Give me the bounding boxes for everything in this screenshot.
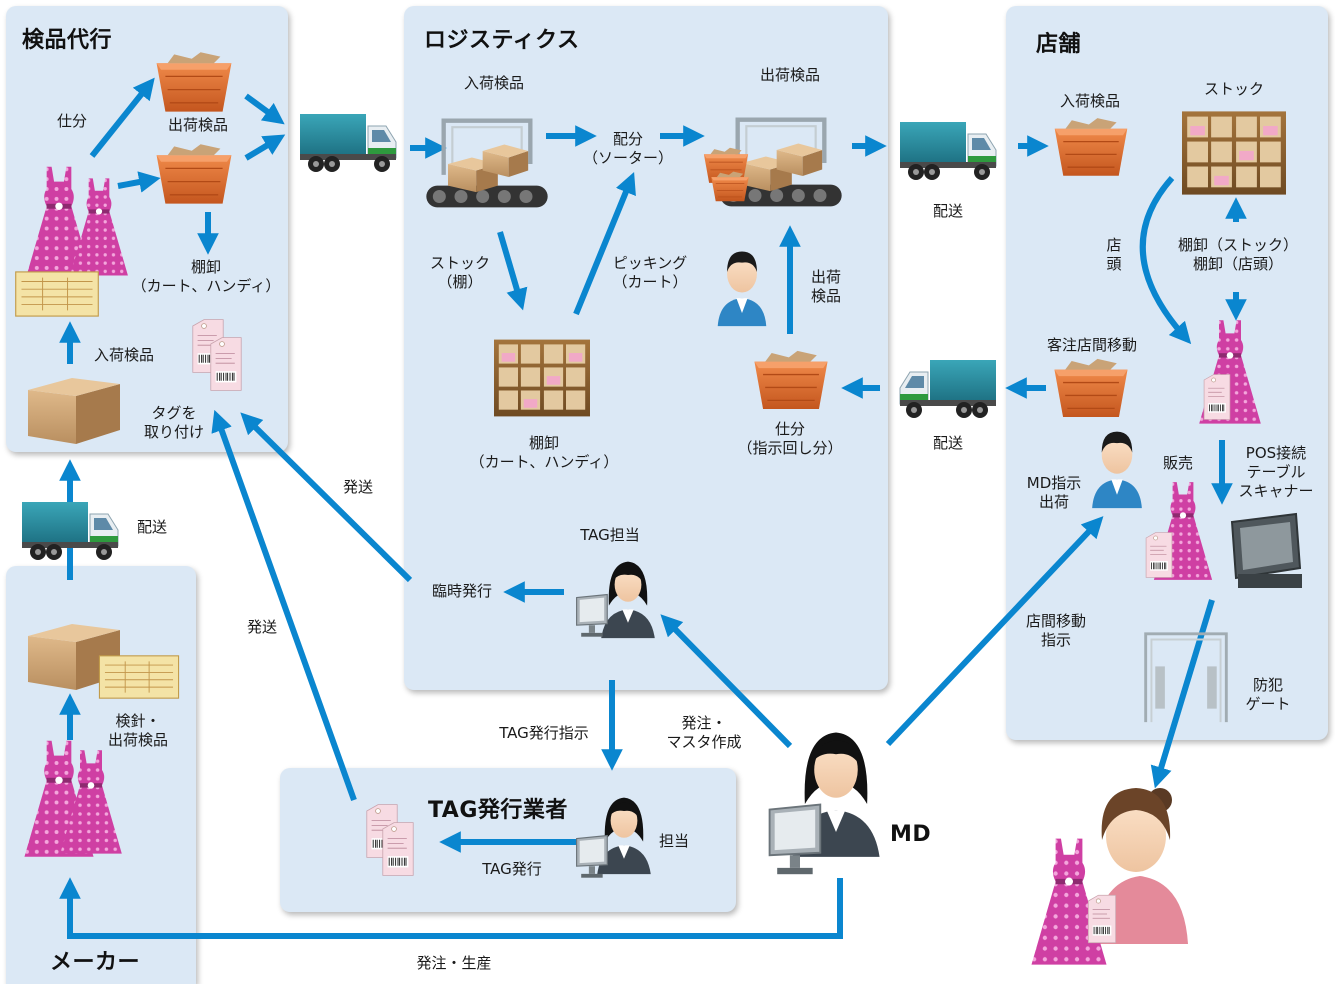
store-tenkan-label: 店間移動指示 <box>1025 612 1087 649</box>
store-md-shiji-label: MD指示出荷 <box>1026 474 1082 511</box>
logi-rinji-label: 臨時発行 <box>431 582 493 600</box>
store-nyuka-label: 入荷検品 <box>1059 92 1121 110</box>
logi-shukka-label: 出荷検品 <box>810 268 842 305</box>
kenpin-title: 検品代行 <box>22 28 113 53</box>
tag-vendor-title: TAG発行業者 <box>428 798 568 823</box>
kenpin-shiwake-label: 仕分 <box>56 112 88 130</box>
logistics-title: ロジスティクス <box>424 28 580 53</box>
store-tento-label: 店頭 <box>1106 236 1122 273</box>
store-pos-label: POS接続テーブルスキャナー <box>1238 444 1314 500</box>
tag-hakko-label: TAG発行 <box>482 860 542 878</box>
haiso-label-2: 配送 <box>932 434 964 452</box>
maker-kenshin-label: 検針・出荷検品 <box>107 712 169 749</box>
hachu-seisan-label: 発注・生産 <box>416 954 492 972</box>
store-hanbai-label: 販売 <box>1162 454 1194 472</box>
tanto-label: 担当 <box>658 832 690 850</box>
hasso-label-1: 発送 <box>342 478 374 496</box>
logi-shukka-kenpin-label: 出荷検品 <box>759 66 821 84</box>
logi-tag-tanto-label: TAG担当 <box>580 526 640 544</box>
logi-haibun-label: 配分（ソーター） <box>582 130 674 167</box>
tag-hakko-shiji-label: TAG発行指示 <box>499 724 589 742</box>
haiso-label-1: 配送 <box>932 202 964 220</box>
hachu-label: 発注・マスタ作成 <box>666 714 742 751</box>
store-bohan-label: 防犯ゲート <box>1245 676 1291 713</box>
logi-nyuka-label: 入荷検品 <box>463 74 525 92</box>
kenpin-tanaoroshi-label: 棚卸（カート、ハンディ） <box>131 258 281 295</box>
haiso-label-3: 配送 <box>136 518 168 536</box>
kenpin-tag-label: タグを取り付け <box>143 404 205 441</box>
flow-arrows <box>59 77 1247 939</box>
logi-shiwake-label: 仕分（指示回し分） <box>737 420 843 457</box>
logi-picking-label: ピッキング（カート） <box>612 254 688 291</box>
store-tana-label: 棚卸（ストック）棚卸（店頭） <box>1177 236 1299 273</box>
store-title: 店舗 <box>1036 32 1082 57</box>
hasso-label-2: 発送 <box>246 618 278 636</box>
store-stock-label: ストック <box>1203 80 1265 98</box>
store-kyakuchu-label: 客注店間移動 <box>1046 336 1138 354</box>
kenpin-nyuka-label: 入荷検品 <box>93 346 155 364</box>
md-title: MD <box>890 822 932 847</box>
kenpin-shukka-label: 出荷検品 <box>167 116 229 134</box>
logi-tanaoroshi-label: 棚卸（カート、ハンディ） <box>469 434 619 471</box>
maker-title: メーカー <box>50 950 141 975</box>
logi-stock-label: ストック（棚） <box>429 254 491 291</box>
